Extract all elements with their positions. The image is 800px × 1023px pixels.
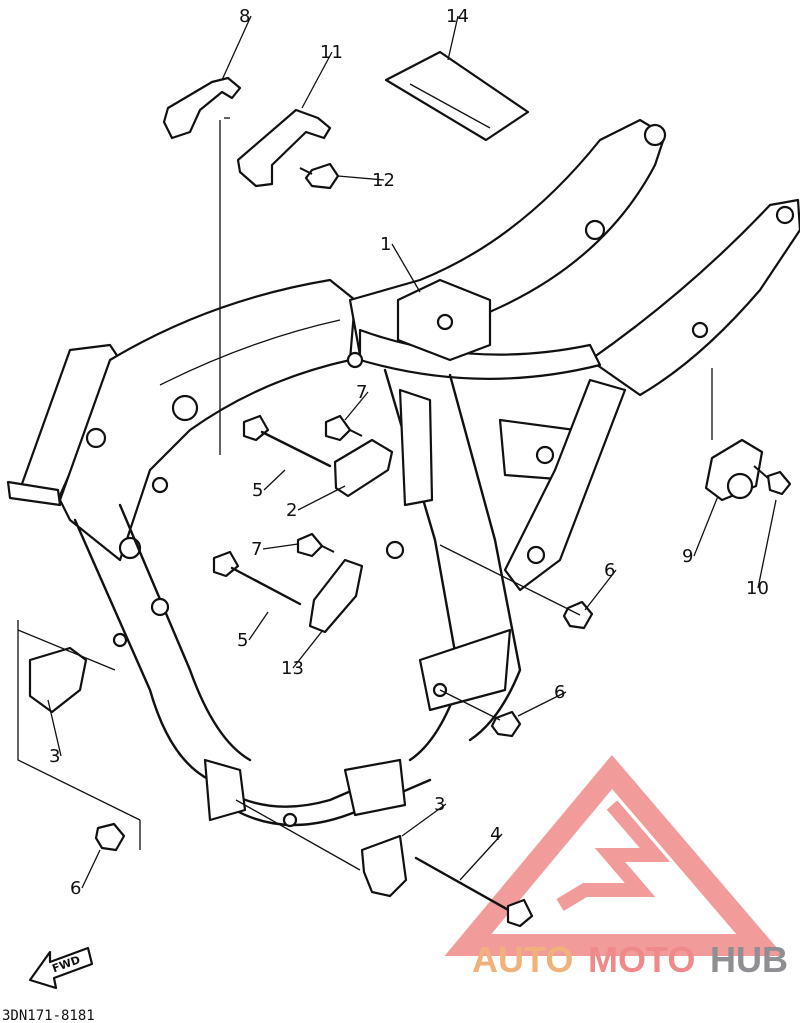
part-8-bracket <box>162 76 242 140</box>
part-6-nut-a <box>562 600 594 630</box>
callout-leader-c8 <box>221 15 252 81</box>
callout-leader-c5a <box>263 469 286 491</box>
part-7-bolt-lower <box>296 532 335 558</box>
callout-leader-c12 <box>337 175 385 181</box>
callout-label-c9: 9 <box>682 546 693 567</box>
watermark-text: AUTO MOTO HUB <box>472 939 788 980</box>
part-12-bolt <box>299 162 340 190</box>
part-14-pad <box>384 50 530 142</box>
part-11-bracket <box>236 108 332 188</box>
callout-label-c1: 1 <box>380 234 391 255</box>
part-7-bolt-upper <box>324 414 363 442</box>
callout-label-c14: 14 <box>446 6 469 27</box>
reference-code: 3DN171-8181 <box>2 1008 95 1023</box>
callout-leader-c6c <box>81 849 101 889</box>
callout-label-c5a: 5 <box>252 480 263 501</box>
callout-leader-c9 <box>693 495 719 557</box>
callout-leader-c1 <box>391 243 421 293</box>
callout-leader-c6b <box>517 691 567 717</box>
callout-label-c5b: 5 <box>237 630 248 651</box>
callout-label-c7b: 7 <box>251 539 262 560</box>
callout-label-c10: 10 <box>746 578 769 599</box>
part-5-bolt-lower <box>212 550 302 606</box>
callout-label-c3a: 3 <box>49 746 60 767</box>
guide-lines <box>17 117 713 871</box>
main-frame <box>6 118 800 828</box>
fwd-arrow-icon: FWD <box>28 946 94 990</box>
part-3-bracket-right <box>360 834 408 898</box>
callout-label-c3b: 3 <box>434 794 445 815</box>
watermark-logo-icon <box>444 754 784 956</box>
callout-leader-c10 <box>757 499 777 589</box>
callout-label-c8: 8 <box>239 6 250 27</box>
callout-leader-c4 <box>459 833 503 881</box>
callout-leader-c13 <box>292 629 324 669</box>
part-3-bracket-left <box>28 646 88 714</box>
callout-leader-c3a <box>47 699 62 757</box>
part-5-bolt-upper <box>242 414 332 468</box>
callout-leader-c5b <box>248 611 269 641</box>
callout-leader-c14 <box>447 15 459 61</box>
callout-label-c6b: 6 <box>554 682 565 703</box>
callout-leader-c6a <box>584 569 617 611</box>
callout-leader-c2 <box>297 485 346 511</box>
callout-label-c7a: 7 <box>356 382 367 403</box>
callout-label-c13: 13 <box>281 658 304 679</box>
part-13-plate <box>308 558 364 634</box>
callout-leader-c7a <box>344 391 369 421</box>
part-4-long-bolt <box>414 856 534 928</box>
callout-leader-c3b <box>401 803 447 837</box>
callout-label-c2: 2 <box>286 500 297 521</box>
callout-leader-c7b <box>262 543 299 550</box>
part-6-nut-c <box>94 822 126 852</box>
part-6-nut-b <box>490 710 522 738</box>
callout-label-c6c: 6 <box>70 878 81 899</box>
callout-label-c12: 12 <box>372 170 395 191</box>
watermark-hub: HUB <box>710 939 788 980</box>
part-2-plate <box>333 438 394 498</box>
callout-leader-c11 <box>301 51 333 109</box>
watermark-moto: MOTO <box>588 939 695 980</box>
callout-group: 8 14 11 12 1 7 5 2 7 6 5 13 9 10 6 3 3 4 6 <box>47 6 777 899</box>
callout-label-c4: 4 <box>490 824 501 845</box>
part-10-bolt <box>753 465 792 496</box>
watermark-auto: AUTO <box>472 939 573 980</box>
callout-label-c11: 11 <box>320 42 343 63</box>
callout-label-c6a: 6 <box>604 560 615 581</box>
